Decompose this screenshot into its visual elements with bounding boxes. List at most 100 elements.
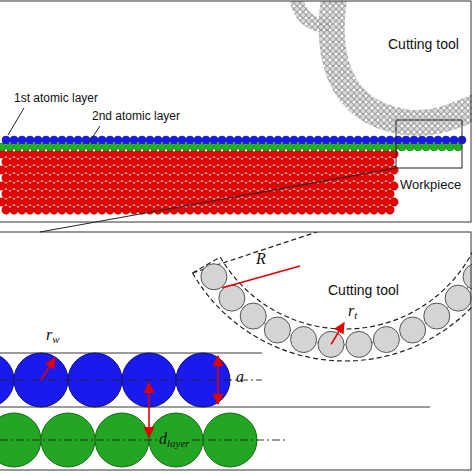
atom [346,206,354,214]
atom [342,198,350,206]
atom [298,136,306,144]
atom [310,198,318,206]
atom [302,198,310,206]
atom [362,190,370,198]
atom [426,136,434,144]
atom [134,198,142,206]
atom [322,136,330,144]
atom [206,143,214,151]
atom [102,182,110,190]
atom [58,174,66,182]
atom [350,143,358,151]
atom [34,206,42,214]
atom [114,174,122,182]
atom [2,206,10,214]
zoom-view [0,232,472,467]
atom [246,143,254,151]
atom [150,182,158,190]
atom [390,166,398,174]
atom [406,143,414,151]
atom [126,143,134,151]
atom [82,206,90,214]
atom [338,206,346,214]
atom [290,206,298,214]
atom [114,206,122,214]
atom [354,206,362,214]
atom [234,158,242,166]
atom [34,174,42,182]
atom [54,182,62,190]
atom [134,182,142,190]
atom [274,174,282,182]
atom [330,174,338,182]
atom [62,182,70,190]
atom [342,143,350,151]
atom [390,143,398,151]
atom [258,206,266,214]
atom [106,206,114,214]
atom [70,198,78,206]
atom [318,182,326,190]
atom [50,206,58,214]
atom [322,206,330,214]
atom [162,174,170,182]
atom [230,198,238,206]
atom [282,206,290,214]
atom [246,198,254,206]
atom [166,143,174,151]
atom [14,166,22,174]
atom [98,190,106,198]
atom [194,174,202,182]
atom [362,206,370,214]
atom [126,182,134,190]
atom [190,143,198,151]
dimension-arrow [148,383,150,437]
atom [234,136,242,144]
atom [50,136,58,144]
atom [290,174,298,182]
atom [386,136,394,144]
atom [218,206,226,214]
atom [242,136,250,144]
atom [378,158,386,166]
atom [2,190,10,198]
atom [298,206,306,214]
atom [198,166,206,174]
atom [78,198,86,206]
atom [202,136,210,144]
atom [334,182,342,190]
atom [78,166,86,174]
atom [414,143,422,151]
atom [210,174,218,182]
atom [210,136,218,144]
atom [226,174,234,182]
atom [238,198,246,206]
atom [38,182,46,190]
radius-arrow [41,358,55,380]
atom [18,136,26,144]
atom [66,158,74,166]
atom [318,143,326,151]
atom [382,143,390,151]
atom [2,158,10,166]
atom [262,198,270,206]
atom [74,158,82,166]
atom [410,136,418,144]
atom [234,206,242,214]
atom [78,182,86,190]
atom [14,182,22,190]
atom [270,198,278,206]
atom [130,174,138,182]
atom [298,190,306,198]
atom [66,190,74,198]
atom [174,143,182,151]
atom [102,198,110,206]
atom [38,166,46,174]
atom [438,143,446,151]
atom [90,206,98,214]
atom [278,198,286,206]
atom [150,198,158,206]
atom [86,166,94,174]
atom [434,136,442,144]
